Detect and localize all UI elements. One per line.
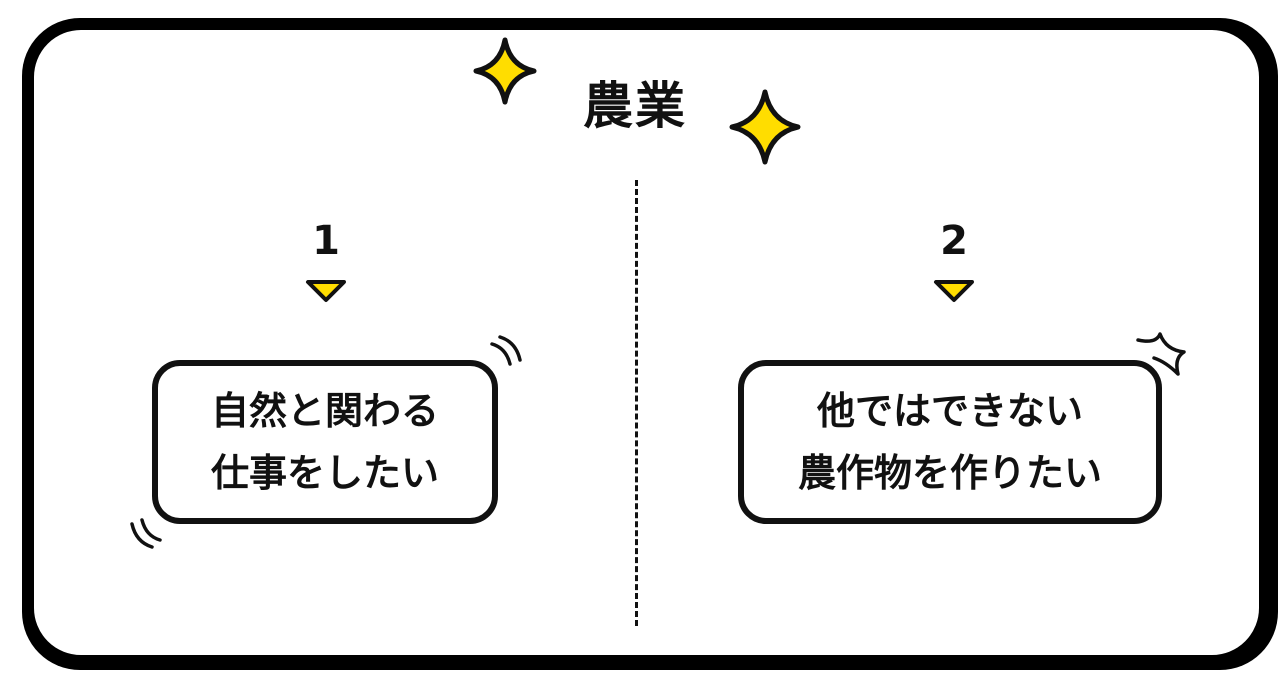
item-number: 2 [940, 218, 968, 264]
shake-lines-icon [490, 335, 522, 366]
down-triangle-icon [934, 280, 974, 302]
box-line: 他ではできない [816, 389, 1083, 433]
box-line: 農作物を作りたい [797, 451, 1102, 495]
shake-lines-icon [130, 518, 162, 549]
card [25, 21, 1268, 664]
surprise-mark-icon [1136, 332, 1186, 376]
speech-box: 他ではできない 農作物を作りたい [738, 360, 1162, 524]
item-number: 1 [312, 218, 340, 264]
box-line: 仕事をしたい [210, 451, 439, 495]
speech-box: 自然と関わる 仕事をしたい [152, 360, 498, 524]
sparkle-icon [473, 37, 537, 105]
page-title: 農業 [583, 77, 687, 135]
sparkle-icon [729, 89, 801, 165]
box-line: 自然と関わる [210, 389, 439, 433]
down-triangle-icon [306, 280, 346, 302]
card-shadow [22, 18, 1278, 670]
dashed-divider [635, 180, 638, 626]
